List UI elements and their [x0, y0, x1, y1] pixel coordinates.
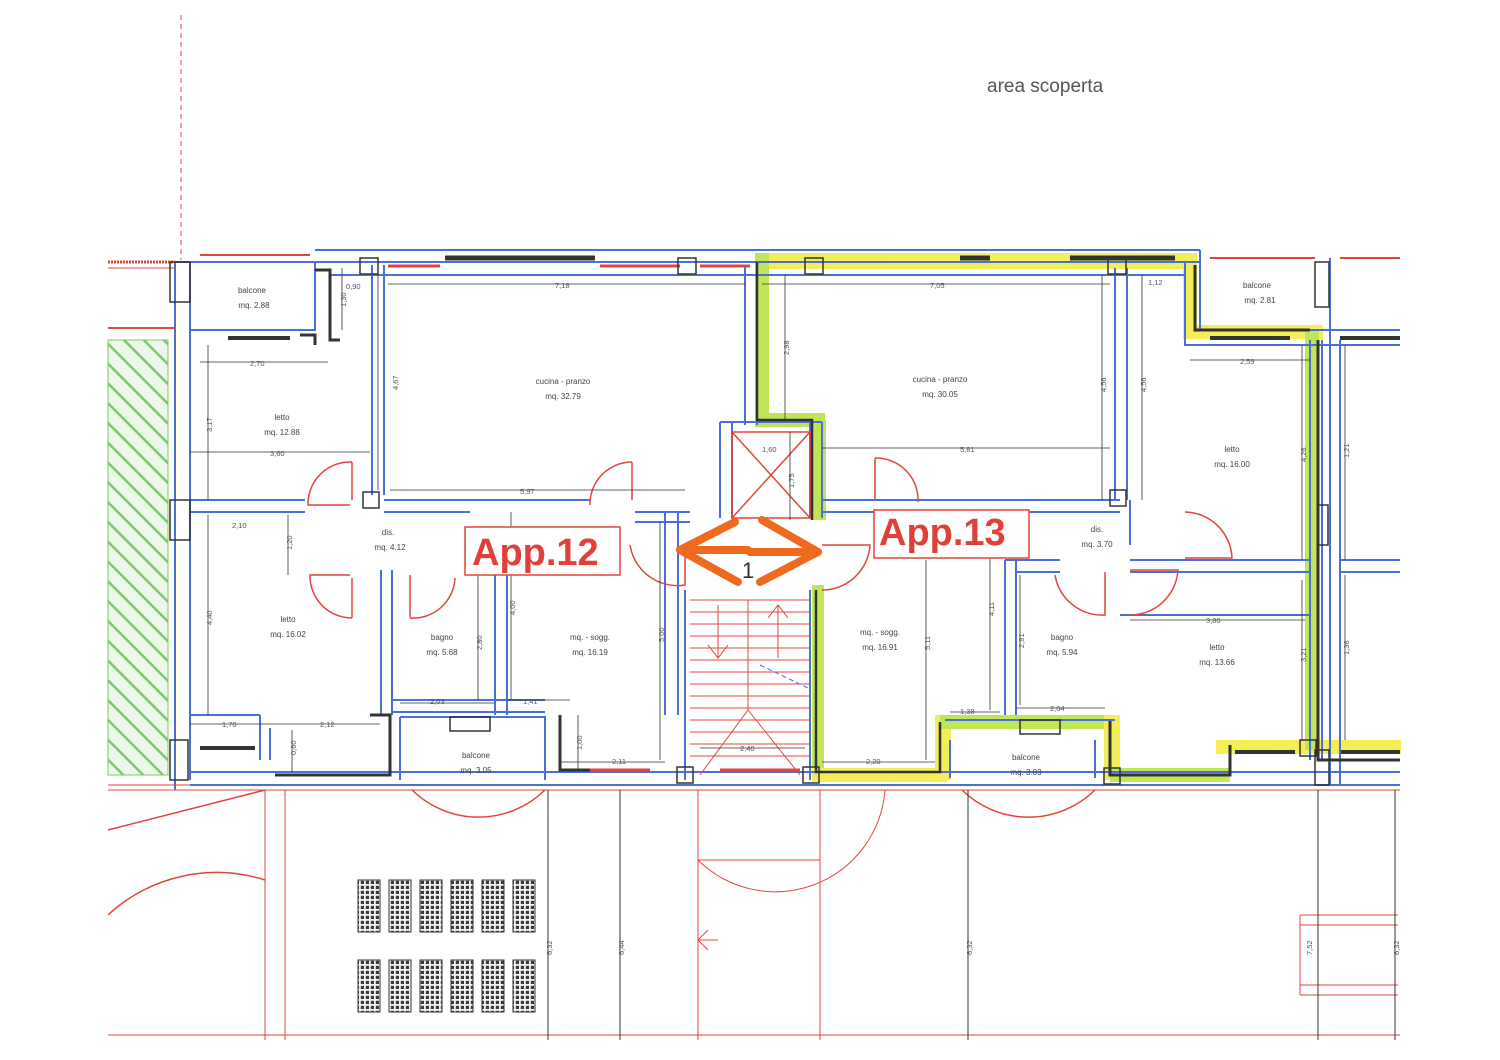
room-area: mq. 3.05 — [460, 766, 492, 775]
room-area: mq. 12.88 — [264, 428, 300, 437]
svg-text:7,52: 7,52 — [1305, 940, 1314, 955]
room-area: mq. 16.19 — [572, 648, 608, 657]
area-scoperta-label: area scoperta — [987, 76, 1104, 97]
svg-text:2,40: 2,40 — [740, 744, 755, 753]
room-area: mq. 4.12 — [374, 543, 406, 552]
room-area: mq. 16.91 — [862, 643, 898, 652]
room-area: mq. 3.03 — [1010, 768, 1042, 777]
room-area: mq. 2.88 — [238, 301, 270, 310]
room-name: balcone — [238, 286, 267, 295]
room-name: dis. — [1091, 525, 1103, 534]
svg-text:6,44: 6,44 — [617, 940, 626, 955]
svg-text:7,05: 7,05 — [930, 281, 945, 290]
svg-text:1,12: 1,12 — [1148, 278, 1163, 287]
room-area: mq. 16.00 — [1214, 460, 1250, 469]
svg-text:1,75: 1,75 — [787, 473, 796, 488]
elevator-shaft — [731, 431, 811, 519]
svg-text:4,67: 4,67 — [391, 375, 400, 390]
svg-text:2,11: 2,11 — [612, 757, 626, 766]
svg-text:1,21: 1,21 — [1342, 443, 1351, 458]
entrance-arrows — [676, 516, 822, 586]
svg-text:4,56: 4,56 — [1099, 377, 1108, 392]
room-name: balcone — [1243, 281, 1272, 290]
svg-text:4,00: 4,00 — [508, 600, 517, 615]
doors — [107, 457, 1233, 916]
svg-text:2,12: 2,12 — [320, 720, 335, 729]
room-name: bagno — [431, 633, 454, 642]
svg-text:4,56: 4,56 — [1139, 377, 1148, 392]
app-12-label: App.12 — [472, 532, 599, 574]
svg-text:5,00: 5,00 — [657, 627, 666, 642]
svg-text:6,32: 6,32 — [1392, 940, 1401, 955]
room-name: letto — [1224, 445, 1240, 454]
dimension-lines — [190, 268, 1346, 772]
room-name: letto — [274, 413, 290, 422]
svg-text:4,40: 4,40 — [205, 610, 214, 625]
room-area: mq. 5.68 — [426, 648, 458, 657]
svg-text:1,38: 1,38 — [960, 707, 975, 716]
svg-text:3,21: 3,21 — [1299, 647, 1308, 662]
svg-text:4,11: 4,11 — [987, 602, 996, 616]
svg-text:2,20: 2,20 — [866, 757, 881, 766]
room-area: mq. 30.05 — [922, 390, 958, 399]
svg-text:2,10: 2,10 — [232, 521, 247, 530]
room-labels: balcone mq. 2.88 letto mq. 12.88 cucina … — [238, 281, 1276, 777]
room-area: mq. 16.02 — [270, 630, 306, 639]
room-name: mq. - sogg. — [860, 628, 900, 637]
svg-text:2,70: 2,70 — [250, 359, 265, 368]
room-name: balcone — [1012, 753, 1041, 762]
svg-text:1,70: 1,70 — [222, 720, 237, 729]
vertical-dims-bottom — [547, 790, 1396, 1040]
svg-text:1,41: 1,41 — [523, 697, 538, 706]
room-name: letto — [1209, 643, 1225, 652]
room-name: balcone — [462, 751, 491, 760]
room-name: cucina - pranzo — [536, 377, 591, 386]
svg-text:1,30: 1,30 — [339, 292, 348, 307]
room-area: mq. 5.94 — [1046, 648, 1078, 657]
svg-text:2,03: 2,03 — [430, 697, 445, 706]
parking-vents — [357, 879, 536, 1013]
svg-text:5,11: 5,11 — [923, 636, 932, 650]
svg-text:6,32: 6,32 — [545, 940, 554, 955]
svg-text:4,26: 4,26 — [1299, 447, 1308, 462]
site-lines — [108, 789, 1400, 1040]
svg-text:1,36: 1,36 — [1342, 640, 1351, 655]
room-name: bagno — [1051, 633, 1074, 642]
svg-text:2,98: 2,98 — [782, 340, 791, 355]
svg-text:5,81: 5,81 — [960, 445, 975, 454]
room-area: mq. 13.66 — [1199, 658, 1235, 667]
svg-text:2,91: 2,91 — [1017, 633, 1026, 648]
green-hatch-area — [107, 339, 169, 776]
svg-text:7,18: 7,18 — [555, 281, 570, 290]
app-13-label-box: App.13 — [873, 509, 1030, 559]
svg-text:2,04: 2,04 — [1050, 704, 1065, 713]
svg-text:5,97: 5,97 — [520, 487, 535, 496]
svg-text:2,80: 2,80 — [475, 635, 484, 650]
svg-text:3,80: 3,80 — [1206, 616, 1221, 625]
room-area: mq. 3.70 — [1081, 540, 1113, 549]
walls — [108, 249, 1400, 790]
svg-text:2,59: 2,59 — [1240, 357, 1255, 366]
room-name: mq. - sogg. — [570, 633, 610, 642]
dimension-labels: 0,90 1,30 2,70 3,17 3,60 2,10 1,20 4,40 … — [205, 278, 1401, 955]
svg-text:1,60: 1,60 — [762, 445, 777, 454]
svg-text:3,17: 3,17 — [205, 417, 214, 432]
highlight-app13 — [755, 253, 1401, 782]
svg-text:0,60: 0,60 — [289, 740, 298, 755]
room-area: mq. 32.79 — [545, 392, 581, 401]
svg-text:1,00: 1,00 — [575, 735, 584, 750]
svg-text:0,90: 0,90 — [346, 282, 361, 291]
app-12-label-box: App.12 — [464, 526, 621, 576]
svg-text:6,32: 6,32 — [965, 940, 974, 955]
room-name: letto — [280, 615, 296, 624]
app-13-label: App.13 — [879, 512, 1006, 554]
room-name: cucina - pranzo — [913, 375, 968, 384]
staircase — [690, 599, 886, 1040]
svg-text:1,20: 1,20 — [285, 535, 294, 550]
room-name: dis. — [382, 528, 394, 537]
room-area: mq. 2.81 — [1244, 296, 1276, 305]
stair-number: 1 — [742, 558, 754, 583]
svg-text:3,60: 3,60 — [270, 449, 285, 458]
